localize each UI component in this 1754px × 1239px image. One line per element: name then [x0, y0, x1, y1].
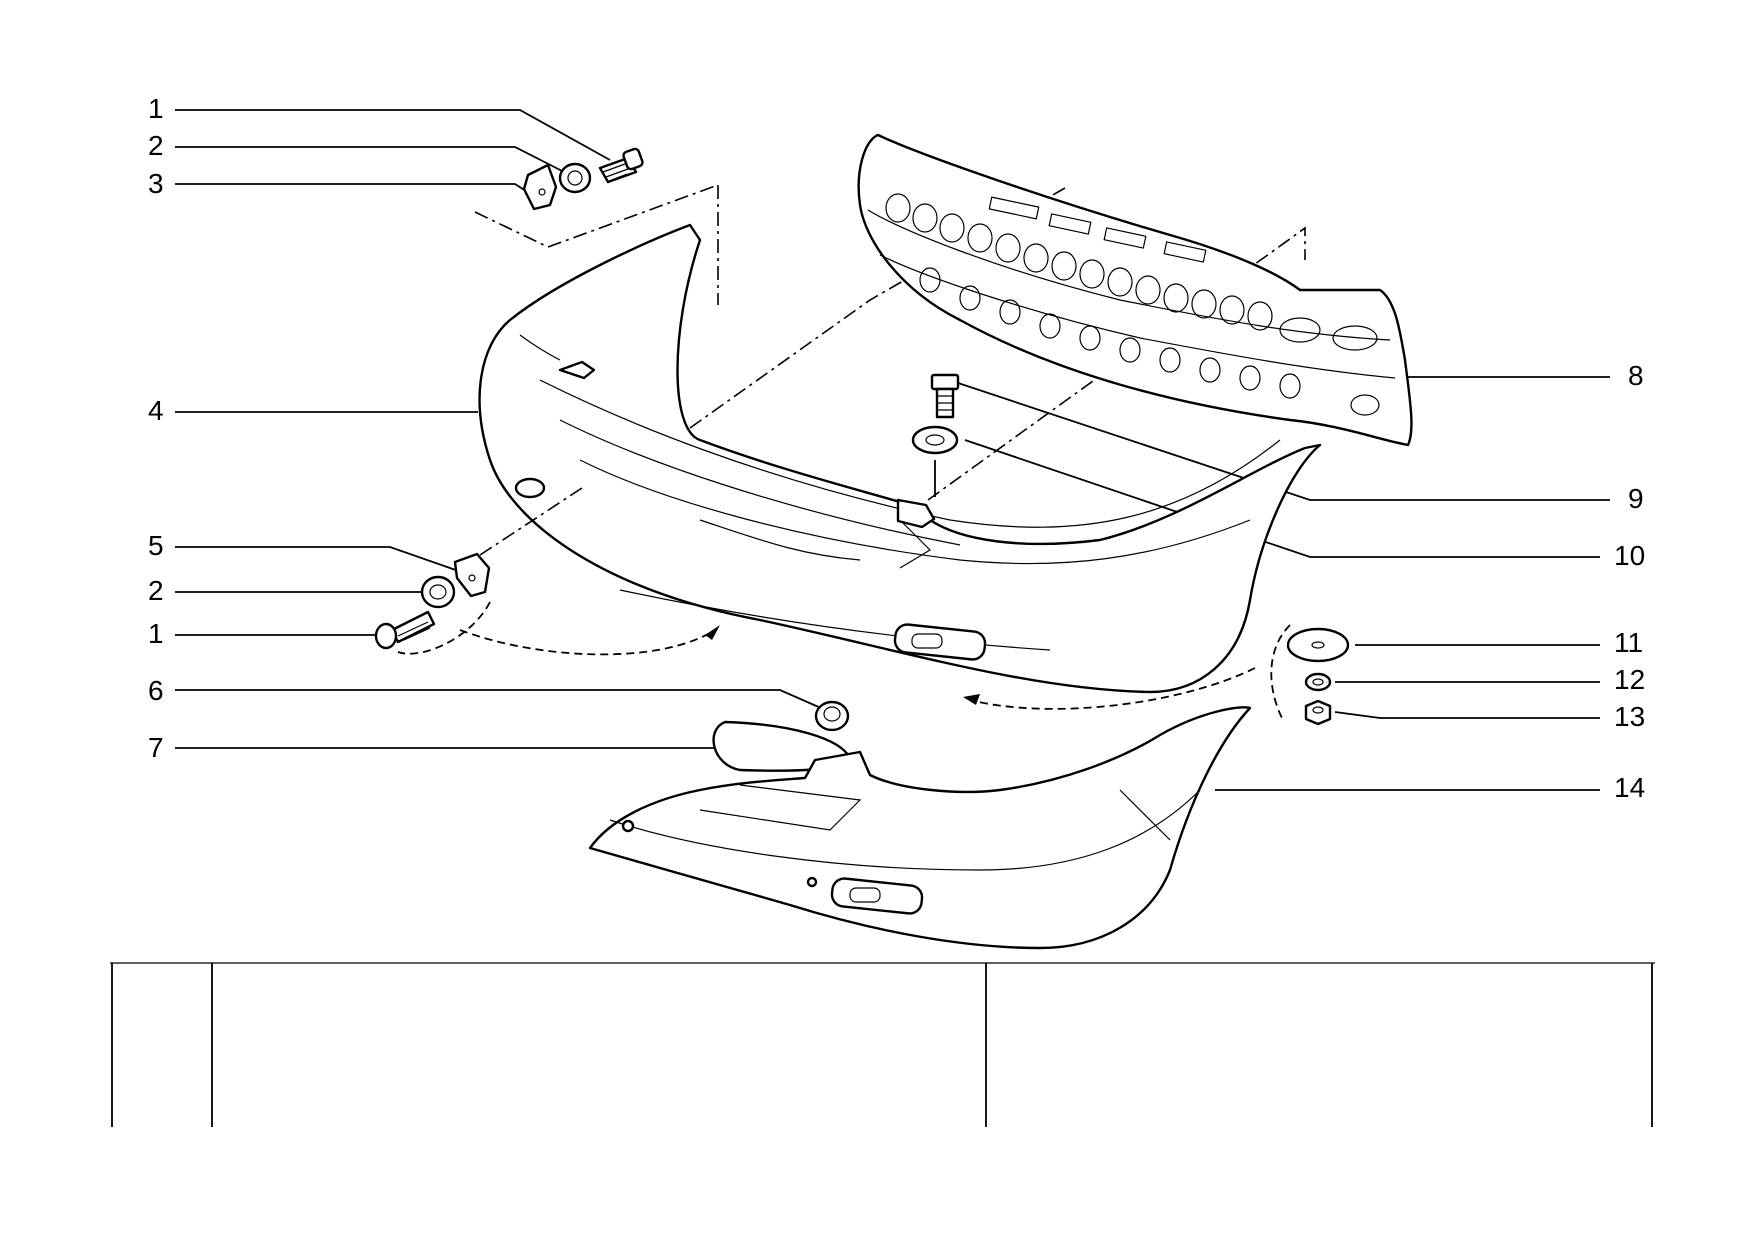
callout-label-2-top: 2	[148, 130, 164, 161]
callout-label-1-bottom: 1	[148, 618, 164, 649]
reinforcement-beam	[857, 133, 1413, 447]
leader-5	[175, 546, 471, 576]
washer-lower	[420, 575, 456, 609]
assembly-line-top	[474, 184, 719, 248]
leader-9	[954, 381, 1610, 501]
leader-13	[1334, 711, 1600, 719]
assembly-line-right	[927, 226, 1306, 501]
flange-nut	[814, 700, 850, 732]
assembly-line-lower-left	[479, 485, 586, 556]
callout-label-11: 11	[1614, 627, 1643, 658]
title-block	[110, 962, 1655, 1127]
leader-3	[175, 183, 541, 201]
clip-lower	[453, 552, 491, 598]
lower-spoiler	[588, 706, 1252, 950]
dashed-guide-to-bumper-right	[969, 667, 1256, 710]
beam-cutouts	[885, 193, 1380, 416]
callout-label-1-top: 1	[148, 93, 164, 124]
star-washer	[911, 425, 959, 455]
leader-6	[175, 689, 831, 713]
callout-label-14: 14	[1614, 772, 1645, 803]
leader-1-top	[175, 109, 611, 161]
callout-label-2-bottom: 2	[148, 575, 164, 606]
leader-2-top	[175, 146, 571, 176]
leader-10	[964, 439, 1600, 558]
bumper-cover	[478, 223, 1322, 694]
callout-label-9: 9	[1628, 483, 1644, 514]
leader-lines	[175, 109, 1610, 791]
arrowhead-right	[963, 694, 980, 705]
callout-label-5: 5	[148, 530, 164, 561]
screw-lower	[374, 610, 436, 650]
callout-group-left: 1 2 3 4 5 2 1 6 7	[148, 93, 164, 763]
hex-nut	[1304, 699, 1332, 726]
callout-group-right: 8 9 10 11 12 13 14	[1614, 360, 1645, 803]
callout-label-4: 4	[148, 395, 164, 426]
callout-label-8: 8	[1628, 360, 1644, 391]
washer-top	[558, 162, 592, 194]
callout-label-3: 3	[148, 168, 164, 199]
bolt	[930, 373, 960, 419]
callout-label-13: 13	[1614, 701, 1645, 732]
lock-washer	[1304, 672, 1332, 692]
screw-top	[598, 147, 644, 184]
callout-label-10: 10	[1614, 540, 1645, 571]
callout-label-7: 7	[148, 732, 164, 763]
callout-label-12: 12	[1614, 664, 1645, 695]
callout-label-6: 6	[148, 675, 164, 706]
dashed-guide-to-bumper	[459, 629, 716, 656]
flat-washer	[1286, 627, 1350, 663]
clip-top	[522, 163, 558, 211]
arrowhead-left	[705, 625, 720, 640]
dashed-guide-left-arc	[397, 601, 491, 655]
dashed-guide-right-arc	[1270, 624, 1291, 719]
